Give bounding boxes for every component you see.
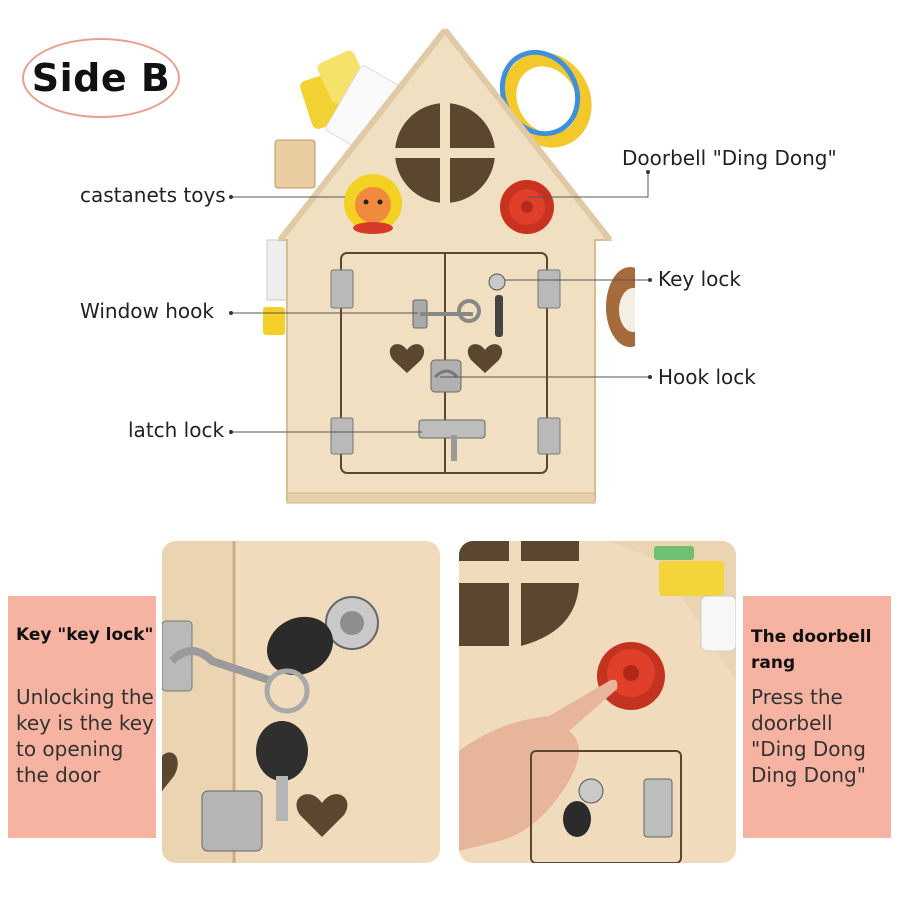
roof-toys-left [263,50,409,335]
callout-castanets-toys: castanets toys [80,183,226,207]
roof-toys-right [499,49,635,347]
key-lock-info-line-1: Unlocking the [16,685,154,709]
latch-lock-hardware[interactable] [418,419,486,461]
side-badge: Side B [22,38,180,118]
callout-lines [229,170,652,434]
door-hinges [330,269,561,455]
window-hook-hardware[interactable] [412,299,481,329]
callout-hook-lock: Hook lock [658,365,756,389]
doorbell[interactable] [500,180,554,234]
callout-latch-lock: latch lock [128,418,225,442]
doorbell-info-title-line-2: rang [751,653,796,673]
hook-lock-hardware[interactable] [430,359,462,393]
round-window [395,103,495,203]
doorbell-info-line-4: Ding Dong" [751,763,866,787]
key-lock-info-line-4: the door [16,763,101,787]
callout-key-lock: Key lock [658,267,741,291]
key-lock-info-title: Key "key lock" [16,625,154,645]
doorbell-info-line-3: "Ding Dong [751,737,866,761]
busy-house-illustration [263,28,635,504]
key-lock-info-panel: Key "key lock" Unlocking the key is the … [8,596,156,838]
key-lock-info-line-3: to opening [16,737,124,761]
doorbell-info-line-1: Press the [751,685,843,709]
doorbell-info-line-2: doorbell [751,711,833,735]
castanets-toy[interactable] [344,174,402,234]
doorbell-info-panel: The doorbell rang Press the doorbell "Di… [743,596,891,838]
side-badge-label: Side B [31,56,171,100]
callout-window-hook: Window hook [80,299,214,323]
heart-cutouts [389,344,503,373]
key-lock-hardware[interactable] [488,273,506,337]
key-lock-info-line-2: key is the key [16,711,154,735]
callout-doorbell: Doorbell "Ding Dong" [622,146,837,170]
doorbell-photo [459,541,736,863]
key-lock-photo [162,541,440,863]
doorbell-info-title-line-1: The doorbell [751,627,872,647]
